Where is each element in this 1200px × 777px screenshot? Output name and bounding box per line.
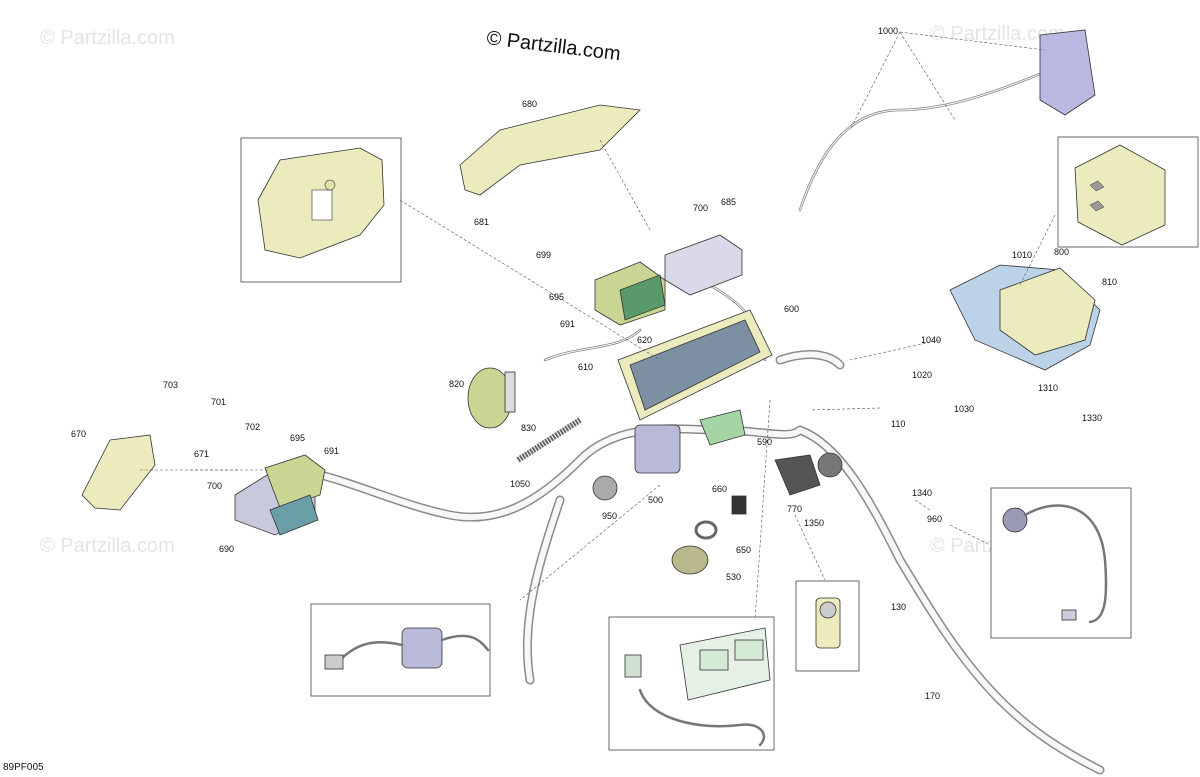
- ring-650: [694, 520, 718, 540]
- callout-1330: 1330: [1082, 413, 1102, 423]
- control-module-500: [634, 424, 681, 474]
- callout-703: 703: [163, 380, 178, 390]
- watermark-bottom-left: © Partzilla.com: [40, 535, 175, 557]
- callout-1340: 1340: [912, 488, 932, 498]
- callout-1050: 1050: [510, 479, 530, 489]
- callout-770: 770: [787, 504, 802, 514]
- leader-lines: [140, 31, 1056, 621]
- switch-695: [594, 261, 666, 326]
- callout-1010: 1010: [1012, 250, 1032, 260]
- callout-700-left: 700: [207, 481, 222, 491]
- horn-820: [467, 367, 516, 429]
- callout-691-top: 691: [560, 319, 575, 329]
- callout-695-left: 695: [290, 433, 305, 443]
- callout-170: 170: [925, 691, 940, 701]
- instrument-cluster-610: [617, 309, 773, 421]
- inset-switch-box: [310, 603, 491, 697]
- socket-530: [671, 545, 709, 575]
- copyright-text: © Partzilla.com: [485, 27, 621, 65]
- bracket-1010: [949, 264, 1101, 371]
- inset-usb-box: [795, 580, 860, 672]
- callout-650: 650: [736, 545, 751, 555]
- callout-810: 810: [1102, 277, 1117, 287]
- callout-530: 530: [726, 572, 741, 582]
- inset-rocker-box: [608, 616, 775, 751]
- callout-691-left: 691: [324, 446, 339, 456]
- callout-700-top: 700: [693, 203, 708, 213]
- bracket-670: [81, 434, 156, 511]
- callout-1310: 1310: [1038, 383, 1058, 393]
- bracket-680: [459, 104, 641, 196]
- callout-1020: 1020: [912, 370, 932, 380]
- callout-960: 960: [927, 514, 942, 524]
- tube-1050: [516, 417, 582, 463]
- callout-685: 685: [721, 197, 736, 207]
- switch-assembly-700-left: [234, 454, 326, 536]
- connector-590: [699, 409, 746, 446]
- callout-699: 699: [536, 250, 551, 260]
- callout-690: 690: [219, 544, 234, 554]
- watermark-top-left: © Partzilla.com: [40, 27, 175, 49]
- callout-660: 660: [712, 484, 727, 494]
- callout-130: 130: [891, 602, 906, 612]
- callout-680: 680: [522, 99, 537, 109]
- inset-cover-box: [240, 137, 402, 283]
- callout-1350: 1350: [804, 518, 824, 528]
- diagram-reference: 89PF005: [3, 762, 44, 773]
- callout-1000: 1000: [878, 26, 898, 36]
- inset-module-box: [1057, 136, 1199, 248]
- callout-1040: 1040: [921, 335, 941, 345]
- module-770: [774, 452, 843, 496]
- callout-1030: 1030: [954, 404, 974, 414]
- ignition-950: [592, 475, 618, 501]
- callout-110: 110: [891, 419, 905, 429]
- callout-labels: 1000 680 681 700 685 699 695 691 620 600…: [71, 26, 1117, 701]
- relay-box-685: [664, 234, 743, 296]
- callout-600: 600: [784, 304, 799, 314]
- callout-695-top: 695: [549, 292, 564, 302]
- callout-702: 702: [245, 422, 260, 432]
- callout-830: 830: [521, 423, 536, 433]
- callout-820: 820: [449, 379, 464, 389]
- watermark-top-right: © Partzilla.com: [930, 23, 1065, 45]
- callout-610: 610: [578, 362, 593, 372]
- callout-701: 701: [211, 397, 226, 407]
- switch-pack-1000: [1039, 29, 1096, 116]
- callout-500: 500: [648, 495, 663, 505]
- connector-660: [731, 495, 747, 515]
- callout-670: 670: [71, 429, 86, 439]
- callout-800: 800: [1054, 247, 1069, 257]
- callout-950: 950: [602, 511, 617, 521]
- inset-sensor-box: [990, 487, 1132, 639]
- callout-590: 590: [757, 437, 772, 447]
- callout-681: 681: [474, 217, 489, 227]
- callout-620: 620: [637, 335, 652, 345]
- callout-671: 671: [194, 449, 209, 459]
